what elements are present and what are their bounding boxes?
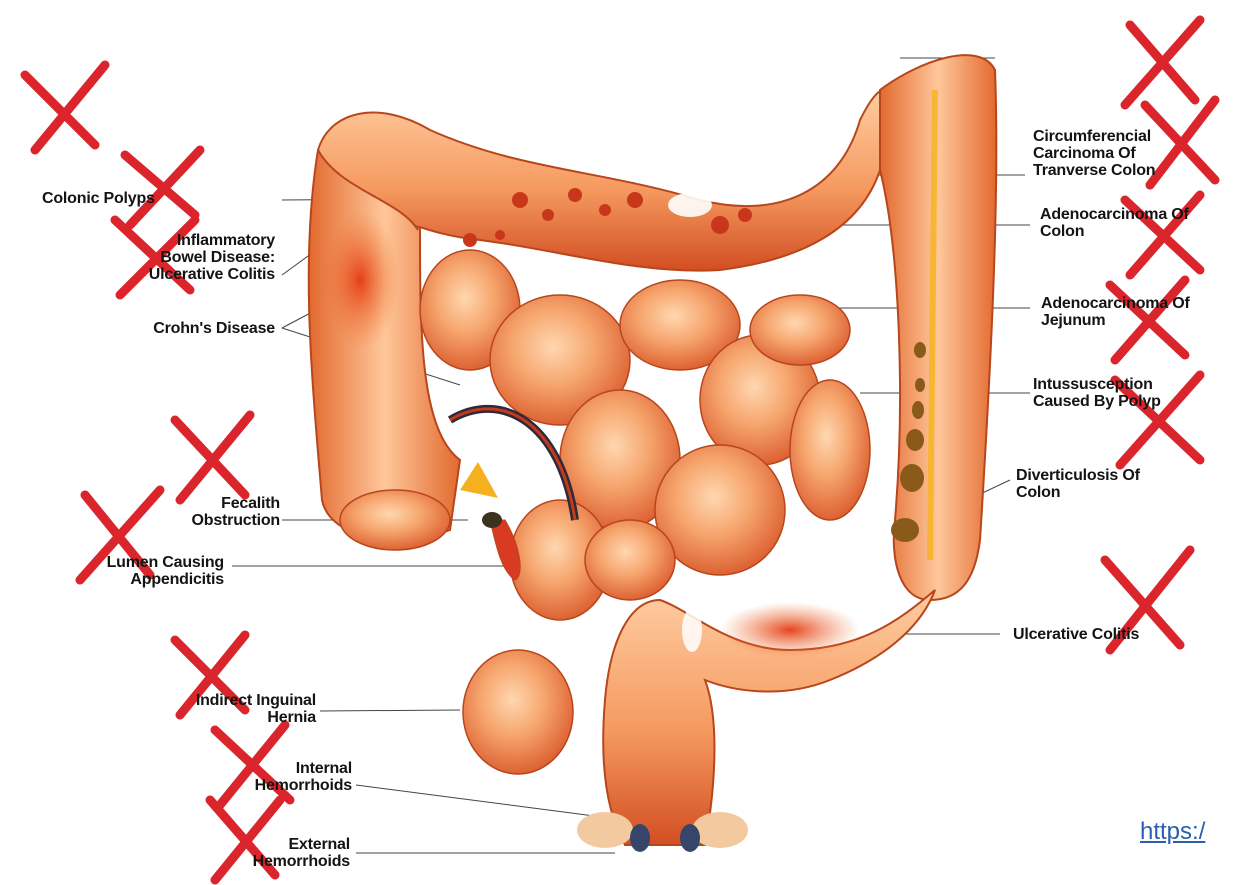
- cross-mark-fecalith: [175, 415, 250, 500]
- label-intussusception: Intussusception Caused By Polyp: [1033, 376, 1161, 410]
- label-adenocarcinoma-colon: Adenocarcinoma Of Colon: [1040, 206, 1189, 240]
- cross-mark-colonic-polyps: [25, 65, 105, 150]
- cross-mark-circumferencial-2: [1145, 100, 1215, 185]
- label-fecalith-obstruction: Fecalith Obstruction: [100, 495, 280, 529]
- label-adenocarcinoma-jejunum: Adenocarcinoma Of Jejunum: [1041, 295, 1190, 329]
- sigmoid-colon: [603, 590, 935, 845]
- label-inguinal-hernia: Indirect Inguinal Hernia: [100, 692, 316, 726]
- label-inflammatory-bowel-disease: Inflammatory Bowel Disease: Ulcerative C…: [60, 232, 275, 283]
- source-link[interactable]: https:/: [1140, 818, 1205, 846]
- cross-mark-circumferencial: [1125, 20, 1200, 105]
- label-diverticulosis: Diverticulosis Of Colon: [1016, 467, 1140, 501]
- cross-mark-colonic-polyps-2: [125, 150, 200, 225]
- hernia-sac: [463, 650, 573, 774]
- label-external-hemorrhoids: External Hemorrhoids: [180, 836, 350, 870]
- small-intestine: [420, 250, 870, 620]
- label-circumferencial-carcinoma: Circumferencial Carcinoma Of Tranverse C…: [1033, 128, 1155, 179]
- appendix: [460, 462, 520, 580]
- label-colonic-polyps: Colonic Polyps: [42, 190, 192, 207]
- label-internal-hemorrhoids: Internal Hemorrhoids: [180, 760, 352, 794]
- label-ulcerative-colitis: Ulcerative Colitis: [1013, 626, 1139, 643]
- label-crohns-disease: Crohn's Disease: [60, 320, 275, 337]
- label-appendicitis: Lumen Causing Appendicitis: [40, 554, 224, 588]
- descending-colon: [880, 55, 996, 600]
